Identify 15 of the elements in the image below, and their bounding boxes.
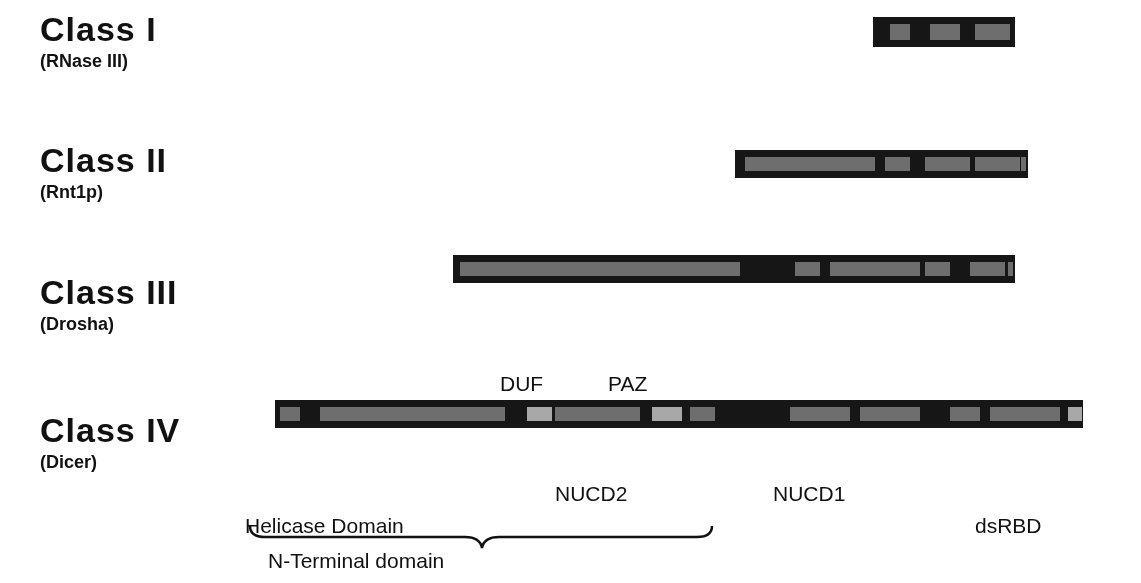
- domain-label: NUCD2: [555, 483, 628, 504]
- class-heading: Class IV: [40, 413, 181, 447]
- protein-name: (Dicer): [40, 453, 97, 471]
- domain-label: PAZ: [608, 373, 648, 394]
- domain-label: dsRBD: [975, 515, 1042, 536]
- domain-label: DUF: [500, 373, 544, 394]
- domain-label: Helicase Domain: [245, 515, 404, 536]
- protein-name: (Drosha): [40, 315, 114, 333]
- protein-name: (RNase III): [40, 52, 129, 70]
- protein-name: (Rnt1p): [40, 183, 103, 201]
- class-heading: Class II: [40, 143, 168, 177]
- domain-label: NUCD1: [773, 483, 846, 504]
- class-heading: Class III: [40, 275, 178, 309]
- domain-label: N-Terminal domain: [268, 550, 445, 571]
- class-heading: Class I: [40, 12, 157, 46]
